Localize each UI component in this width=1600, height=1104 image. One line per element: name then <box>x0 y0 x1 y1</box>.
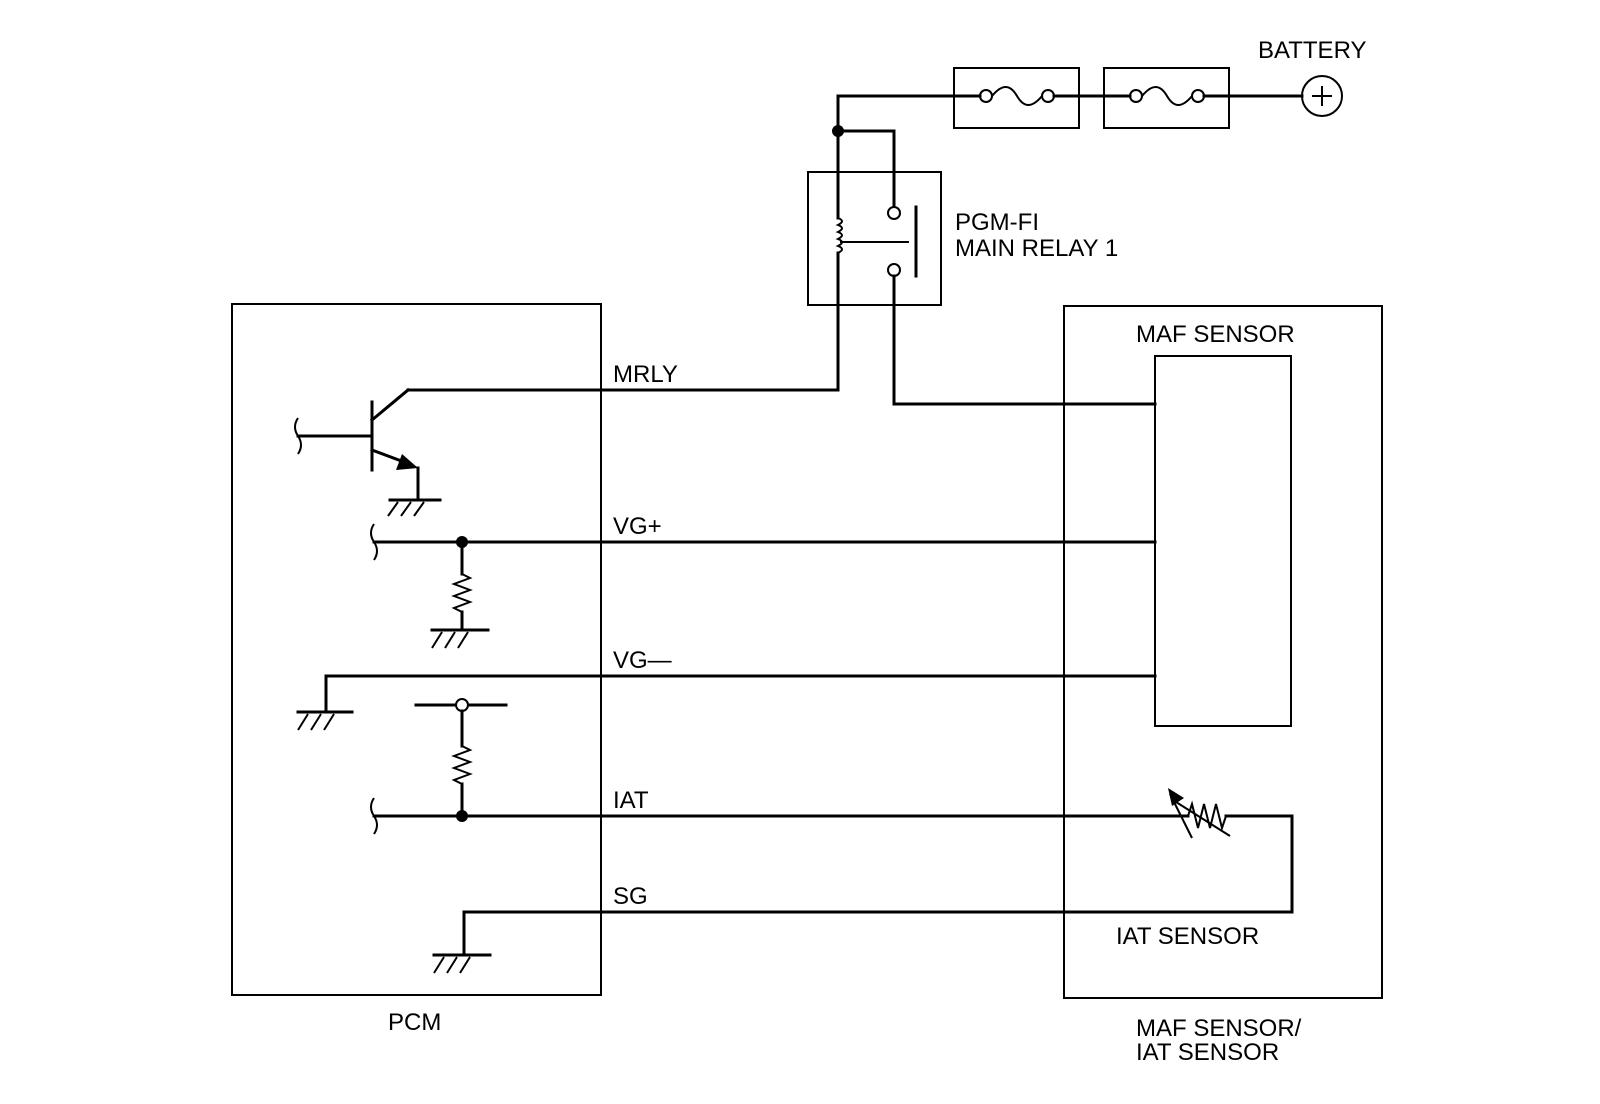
resistor-icon <box>451 573 473 613</box>
sg-circuit <box>432 910 1294 974</box>
iat-circuit <box>370 698 1294 914</box>
ground-icon <box>387 498 442 517</box>
main-relay-symbol <box>807 125 942 406</box>
thermistor-icon <box>1168 788 1231 839</box>
mrly-circuit <box>294 387 840 517</box>
signal-label-sg: SG <box>613 883 648 910</box>
fuse-2-icon <box>1103 67 1230 129</box>
fuse-1-icon <box>953 67 1080 129</box>
maf-iat-sensor-box <box>1063 305 1383 999</box>
relay-label-line1: PGM-FI <box>955 209 1039 236</box>
battery-plus-icon <box>1301 75 1343 117</box>
signal-label-mrly: MRLY <box>613 361 678 388</box>
maf-sensor-label: MAF SENSOR <box>1136 321 1295 348</box>
pcm-box <box>231 303 602 996</box>
ground-icon <box>432 953 492 974</box>
ground-icon <box>430 628 490 649</box>
battery-label: BATTERY <box>1258 37 1366 64</box>
maf-sensor-element <box>1154 355 1292 727</box>
signal-label-vg-plus: VG+ <box>613 513 662 540</box>
signal-label-vg-minus: VG— <box>613 647 672 674</box>
relay-coil-icon <box>835 217 843 254</box>
ground-icon <box>296 710 354 731</box>
pcm-label: PCM <box>388 1009 441 1036</box>
maf-iat-label-line1: MAF SENSOR/ <box>1136 1015 1302 1042</box>
vg-minus-circuit <box>296 674 1157 731</box>
relay-label-line2: MAIN RELAY 1 <box>955 235 1118 262</box>
signal-label-iat: IAT <box>613 787 649 814</box>
transistor-icon <box>294 387 420 502</box>
maf-iat-label-line2: IAT SENSOR <box>1136 1039 1279 1066</box>
vg-plus-circuit <box>370 523 1157 649</box>
iat-sensor-label: IAT SENSOR <box>1116 923 1259 950</box>
battery-feed-wire <box>836 94 1304 133</box>
resistor-icon <box>451 745 473 785</box>
